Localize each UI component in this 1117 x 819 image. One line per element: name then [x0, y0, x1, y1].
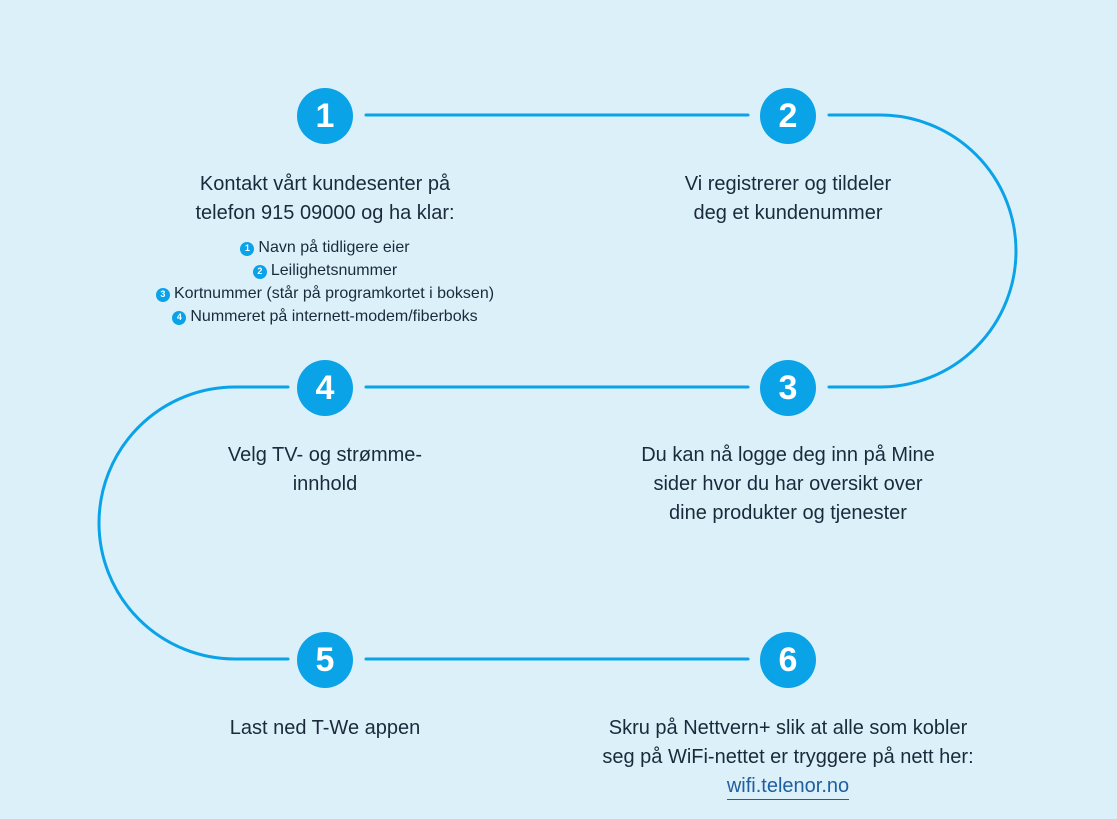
step-5-badge: 5	[297, 632, 353, 688]
step-3-text: Du kan nå logge deg inn på Mine sider hv…	[578, 441, 998, 528]
step-1-text: Kontakt vårt kundesenter på telefon 915 …	[125, 170, 525, 228]
step-2-line-2: deg et kundenummer	[693, 202, 883, 224]
step-1-line-2: telefon 915 09000 og ha klar:	[195, 202, 455, 224]
checklist-number-badge: 2	[252, 264, 267, 279]
checklist-label: Leilighetsnummer	[270, 262, 398, 279]
step-4-text: Velg TV- og strømme- innhold	[125, 441, 525, 499]
step-6-line-2: seg på WiFi-nettet er tryggere på nett h…	[602, 746, 974, 768]
step-6-text: Skru på Nettvern+ slik at alle som koble…	[563, 714, 1013, 801]
step-3-badge: 3	[760, 360, 816, 416]
step-5-text: Last ned T-We appen	[125, 714, 525, 743]
step-4-line-2: innhold	[292, 473, 358, 495]
step-6-badge: 6	[760, 632, 816, 688]
checklist-number-badge: 1	[240, 241, 255, 256]
step-2-line-1: Vi registrerer og tildeler	[684, 173, 892, 195]
step-1-badge: 1	[297, 88, 353, 144]
step-5-line-1: Last ned T-We appen	[229, 717, 421, 739]
step-2-badge: 2	[760, 88, 816, 144]
checklist-number-badge: 4	[172, 310, 187, 325]
step-1-line-1: Kontakt vårt kundesenter på	[199, 173, 451, 195]
step-2-text: Vi registrerer og tildeler deg et kunden…	[588, 170, 988, 228]
step-4-badge: 4	[297, 360, 353, 416]
step-3-line-1: Du kan nå logge deg inn på Mine	[641, 444, 935, 466]
wifi-telenor-link[interactable]: wifi.telenor.no	[726, 774, 850, 800]
checklist-label: Navn på tidligere eier	[258, 239, 410, 256]
step-3-line-3: dine produkter og tjenester	[669, 502, 907, 524]
checklist-label: Nummeret på internett-modem/fiberboks	[190, 308, 478, 325]
step-6-line-1: Skru på Nettvern+ slik at alle som koble…	[608, 717, 968, 739]
checklist-label: Kortnummer (står på programkortet i boks…	[173, 285, 495, 302]
checklist-number-badge: 3	[155, 287, 170, 302]
step-4-line-1: Velg TV- og strømme-	[227, 444, 423, 466]
step-3-line-2: sider hvor du har oversikt over	[653, 473, 923, 495]
